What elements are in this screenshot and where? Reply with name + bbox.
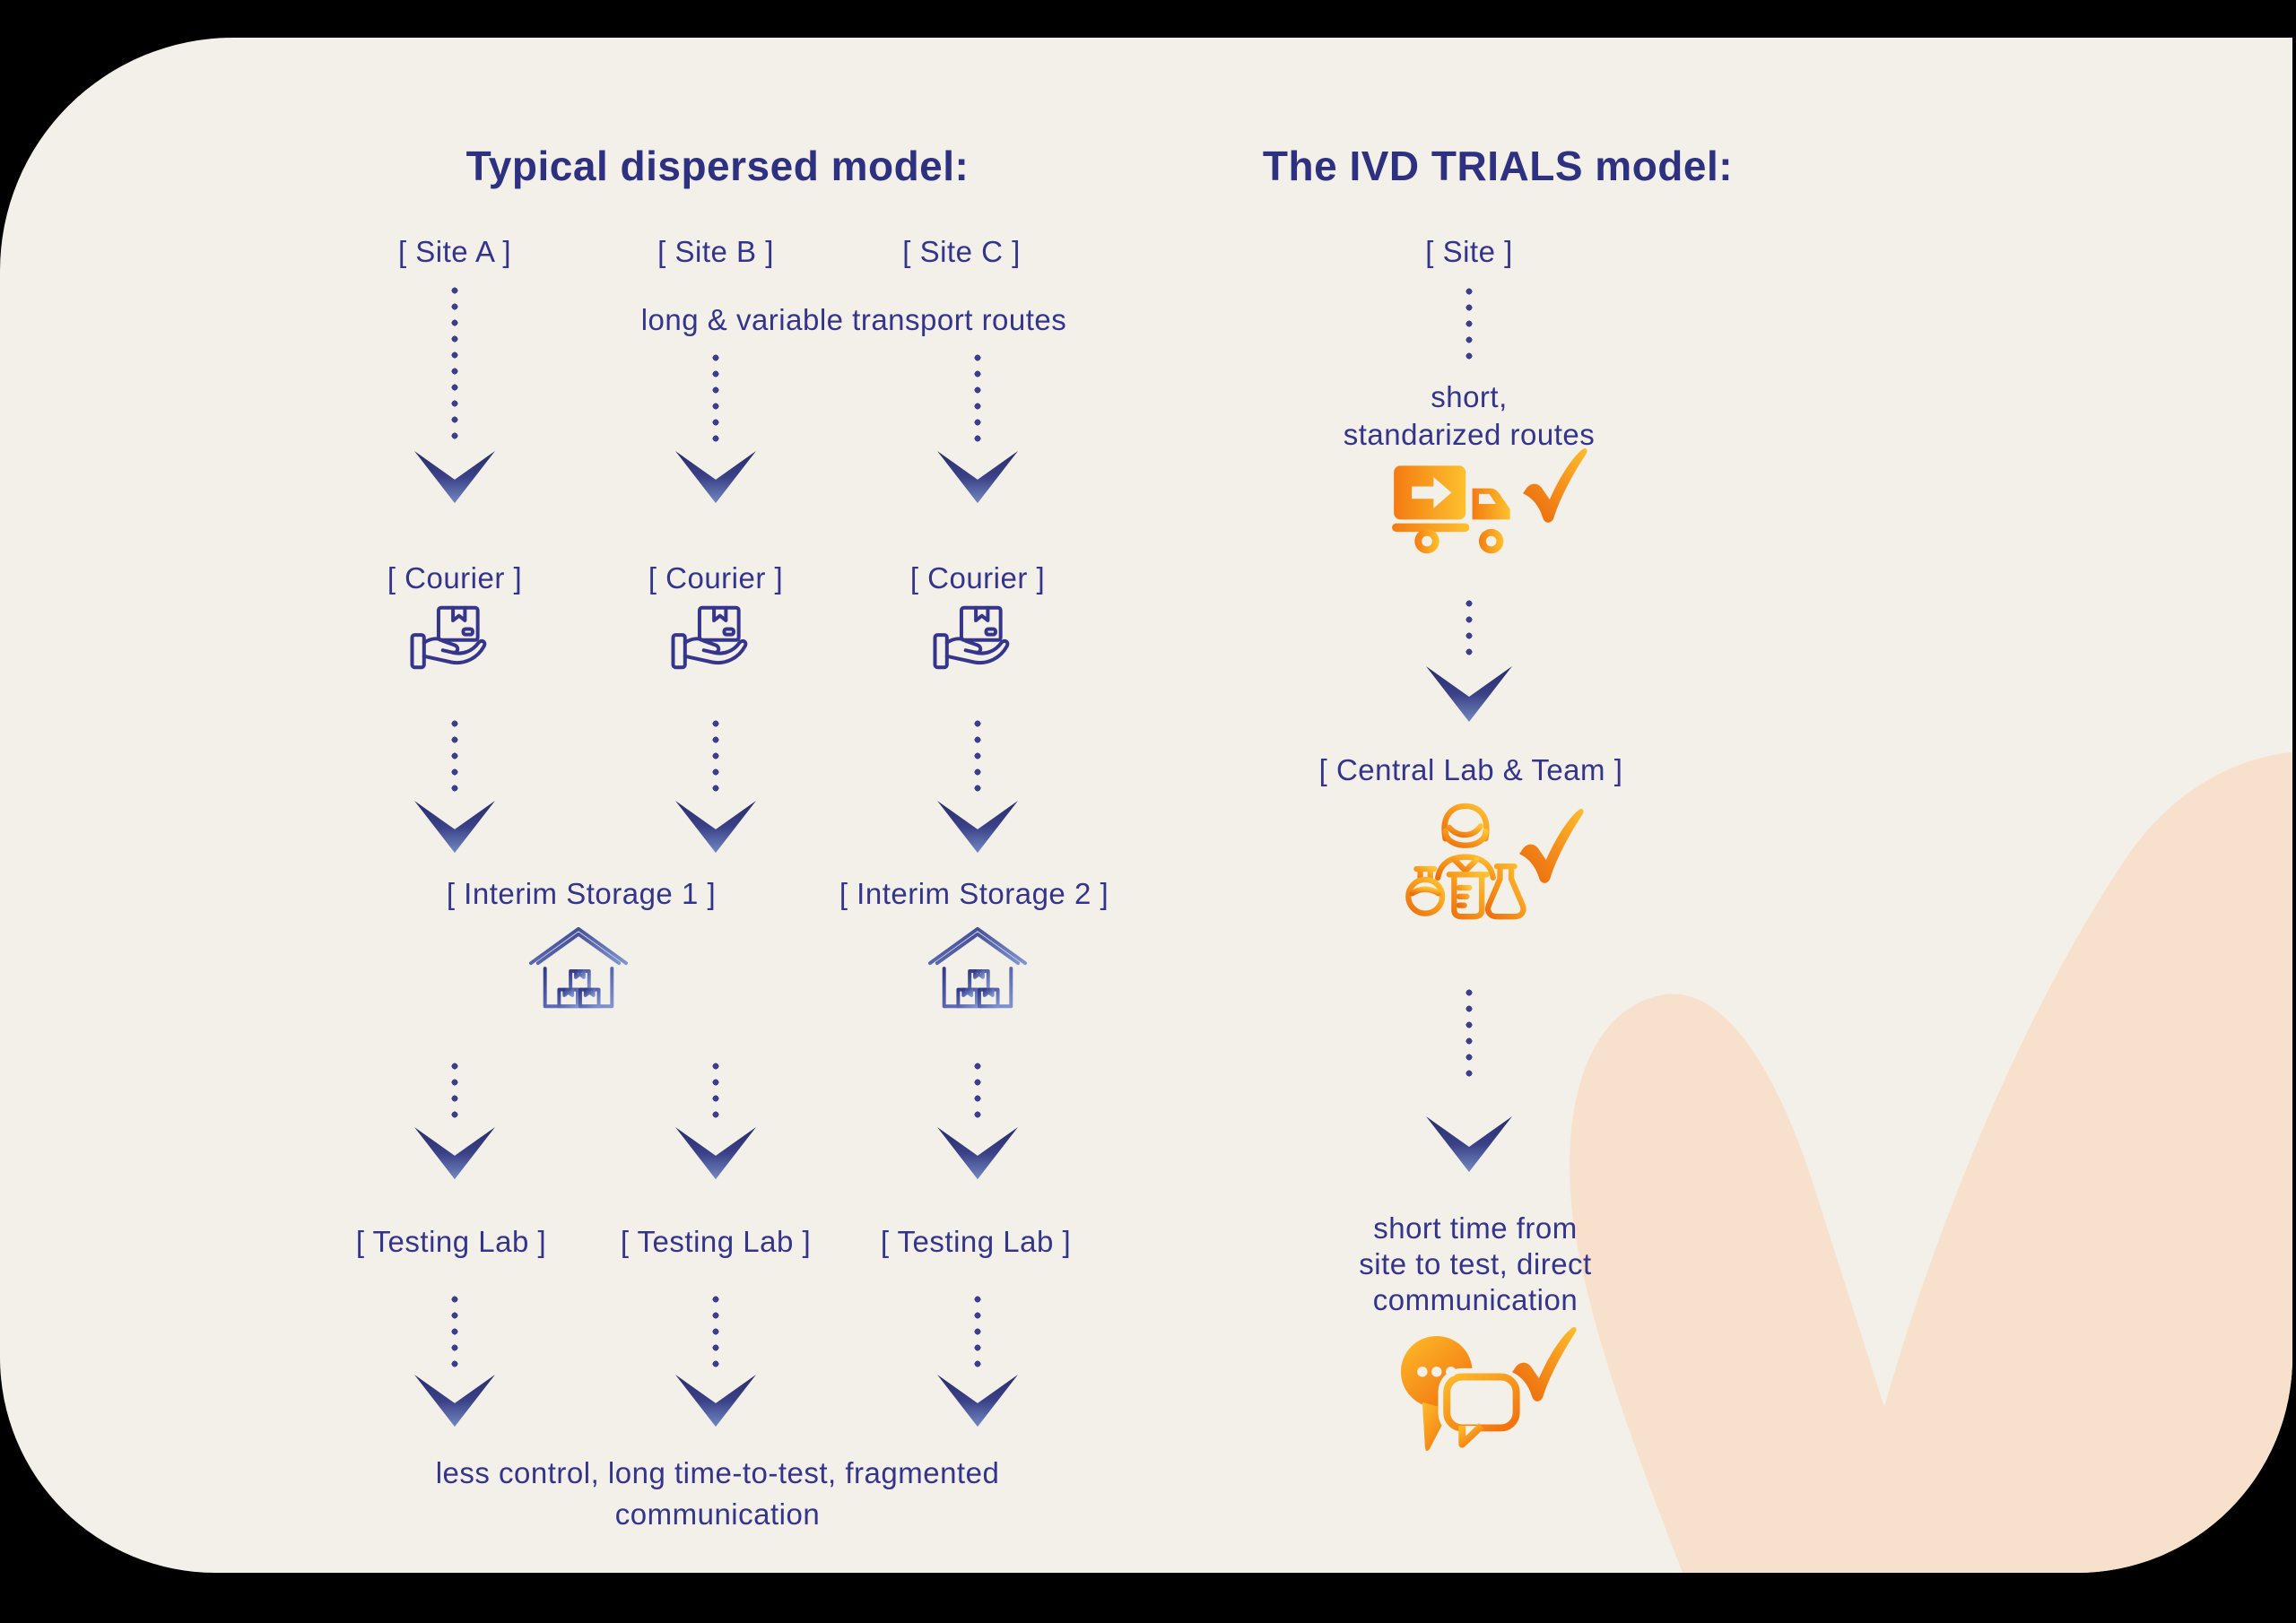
right-model-title: The IVD TRIALS model: [1262,143,1734,189]
delivery-truck-icon [1391,461,1533,565]
courier-a-label: [ Courier ] [387,561,523,595]
right-summary-line-1: short time from [1373,1211,1578,1245]
orange-checkmark-icon [1514,807,1584,885]
route-note-line-1: short, [1431,380,1508,413]
chevron-down-arrow-icon [674,1374,758,1428]
left-model-summary: less control, long time-to-test, fragmen… [436,1453,1000,1535]
dotted-connector [451,1291,458,1372]
courier-b-label: [ Courier ] [648,561,784,595]
warehouse-boxes-icon [526,922,631,1019]
site-c-label: [ Site C ] [902,235,1021,268]
dotted-connector [1465,283,1473,364]
background-panel [0,38,2292,1573]
site-a-label: [ Site A ] [397,235,512,268]
left-summary-line-1: less control, long time-to-test, fragmen… [435,1456,1000,1489]
chevron-down-arrow-icon [413,450,497,504]
chevron-down-arrow-icon [674,1126,758,1180]
route-note: short, standarized routes [1344,378,1596,454]
dotted-connector [712,716,719,796]
testing-lab-a-label: [ Testing Lab ] [355,1225,547,1258]
left-summary-line-2: communication [614,1497,821,1531]
dotted-connector [974,1058,981,1123]
dotted-connector [974,350,981,447]
chevron-down-arrow-icon [413,800,497,854]
right-summary-line-2: site to test, direct [1359,1247,1592,1280]
dotted-connector [974,716,981,796]
chevron-down-arrow-icon [935,1374,1020,1428]
dotted-connector [712,1058,719,1123]
testing-lab-c-label: [ Testing Lab ] [880,1225,1072,1258]
transport-note: long & variable transport routes [640,303,1067,336]
chevron-down-arrow-icon [935,800,1020,854]
dotted-connector [712,350,719,447]
dotted-connector [712,1291,719,1372]
courier-c-label: [ Courier ] [909,561,1046,595]
chevron-down-arrow-icon [413,1126,497,1180]
central-lab-label: [ Central Lab & Team ] [1318,753,1623,786]
site-b-label: [ Site B ] [657,235,774,268]
site-label: [ Site ] [1425,235,1513,268]
orange-checkmark-icon [1507,1325,1577,1403]
route-note-line-2: standarized routes [1343,418,1596,451]
left-model-title: Typical dispersed model: [465,143,970,189]
chevron-down-arrow-icon [1421,665,1518,723]
dotted-connector [451,716,458,796]
chevron-down-arrow-icon [413,1374,497,1428]
right-summary-line-3: communication [1372,1283,1578,1316]
warehouse-boxes-icon [925,922,1031,1019]
dotted-connector [974,1291,981,1372]
chevron-down-arrow-icon [935,450,1020,504]
right-model-summary: short time from site to test, direct com… [1359,1211,1591,1318]
testing-lab-b-label: [ Testing Lab ] [620,1225,812,1258]
chevron-down-arrow-icon [935,1126,1020,1180]
dotted-connector [451,1058,458,1123]
chevron-down-arrow-icon [674,450,758,504]
dotted-connector [1465,985,1473,1081]
interim-storage-1-label: [ Interim Storage 1 ] [446,877,717,910]
chevron-down-arrow-icon [674,800,758,854]
orange-checkmark-icon [1518,447,1587,525]
hand-holding-package-icon [408,603,502,688]
dotted-connector [1465,595,1473,660]
dotted-connector [451,282,458,444]
interim-storage-2-label: [ Interim Storage 2 ] [839,877,1109,910]
chevron-down-arrow-icon [1421,1115,1518,1173]
hand-holding-package-icon [669,603,763,688]
hand-holding-package-icon [931,603,1025,688]
